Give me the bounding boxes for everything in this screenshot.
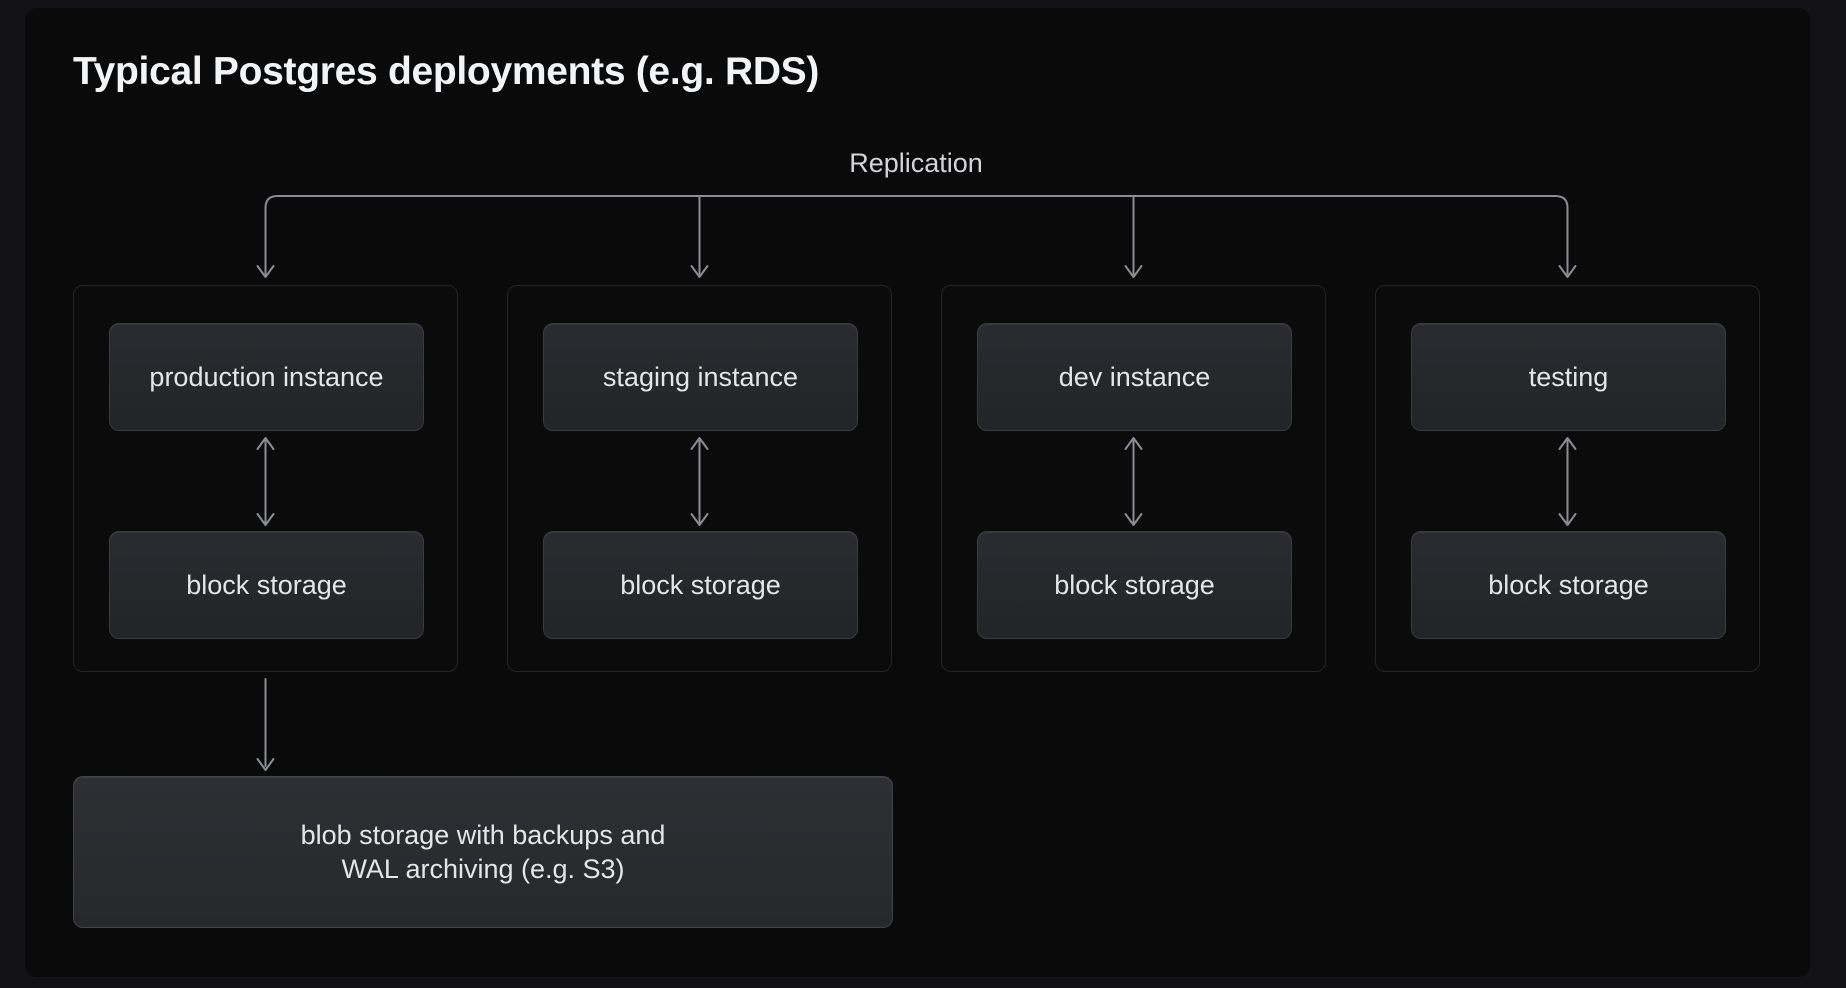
arrowhead-down-icon: [256, 265, 275, 278]
diagram-canvas: Typical Postgres deployments (e.g. RDS) …: [25, 8, 1810, 977]
arrowhead-down-icon: [1558, 265, 1577, 278]
node-dev-block-storage: block storage: [977, 531, 1292, 639]
node-label: block storage: [620, 569, 781, 600]
node-label: dev instance: [1058, 361, 1211, 392]
replication-rail: [264, 195, 1569, 275]
node-label: block storage: [1054, 569, 1215, 600]
node-label: staging instance: [602, 361, 799, 392]
group-staging: staging instance block storage: [507, 285, 892, 672]
group-testing: testing block storage: [1375, 285, 1760, 672]
node-dev-instance: dev instance: [977, 323, 1292, 431]
node-label: testing: [1528, 361, 1609, 392]
node-label: block storage: [186, 569, 347, 600]
group-dev: dev instance block storage: [941, 285, 1326, 672]
node-production-instance: production instance: [109, 323, 424, 431]
node-staging-instance: staging instance: [543, 323, 858, 431]
arrow-to-blob: [256, 678, 275, 771]
node-blob-storage: blob storage with backups and WAL archiv…: [73, 776, 893, 928]
blob-storage-line1: blob storage with backups and: [300, 820, 666, 850]
node-staging-block-storage: block storage: [543, 531, 858, 639]
node-label: production instance: [149, 361, 384, 392]
node-testing-instance: testing: [1411, 323, 1726, 431]
diagram-title: Typical Postgres deployments (e.g. RDS): [73, 50, 820, 93]
group-production: production instance block storage: [73, 285, 458, 672]
node-production-block-storage: block storage: [109, 531, 424, 639]
replication-label: Replication: [849, 148, 983, 178]
blob-storage-line2: WAL archiving (e.g. S3): [341, 854, 625, 884]
node-testing-block-storage: block storage: [1411, 531, 1726, 639]
arrowhead-down-icon: [690, 265, 709, 278]
arrowhead-down-icon: [1124, 265, 1143, 278]
node-label: block storage: [1488, 569, 1649, 600]
